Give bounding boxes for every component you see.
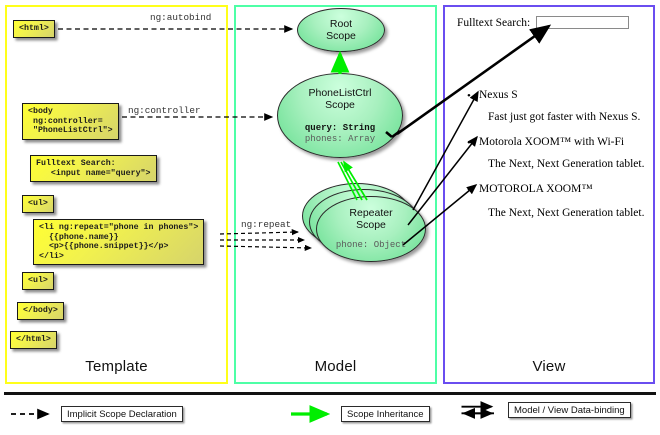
legend-item-model-view-data-binding: Model / View Data-binding — [455, 400, 631, 420]
phone-snippet-1: The Next, Next Generation tablet. — [488, 158, 645, 170]
scope-repeater-title-2: Scope — [356, 219, 386, 232]
code-box-html-close: </html> — [10, 331, 57, 349]
connector-label-autobind: ng:autobind — [150, 12, 212, 23]
legend-divider — [4, 392, 656, 395]
green-arrow-icon — [291, 405, 331, 423]
phone-name-1: Motorola XOOM™ with Wi-Fi — [479, 136, 625, 148]
scope-property-phone: phone: Object — [335, 240, 407, 251]
legend-item-implicit-scope-declaration: Implicit Scope Declaration — [8, 404, 183, 424]
bullet-icon: • — [467, 184, 471, 196]
scope-root: Root Scope — [297, 8, 385, 52]
bullet-icon: • — [467, 90, 471, 102]
code-box-body-open: <body ng:controller= "PhoneListCtrl"> — [22, 103, 119, 140]
scope-repeater: Repeater Scope phone: Object — [316, 196, 426, 262]
scope-property-phones: phones: Array — [304, 133, 376, 144]
code-box-html-open: <html> — [13, 20, 55, 38]
panel-title-model: Model — [314, 358, 357, 375]
fulltext-search-label: Fulltext Search: — [457, 16, 531, 29]
legend-label-implicit-scope-declaration: Implicit Scope Declaration — [61, 406, 183, 422]
scope-root-title-2: Scope — [326, 30, 356, 42]
code-box-li-repeat: <li ng:repeat="phone in phones"> {{phone… — [33, 219, 205, 266]
legend-label-model-view-data-binding: Model / View Data-binding — [508, 402, 631, 418]
fulltext-search-input[interactable] — [536, 16, 630, 29]
legend: Implicit Scope Declaration Scope Inherit… — [0, 400, 660, 432]
phone-list-item-0: • Nexus S — [467, 89, 518, 102]
phone-list-item-1: • Motorola XOOM™ with Wi-Fi — [467, 136, 625, 149]
scope-phonelistctrl-properties: query: String phones: Array — [305, 123, 375, 144]
phone-snippet-2: The Next, Next Generation tablet. — [488, 207, 645, 219]
code-box-fulltext-search: Fulltext Search: <input name="query"> — [30, 155, 157, 183]
scope-root-title-1: Root — [329, 18, 353, 30]
scope-repeater-title-1: Repeater — [349, 207, 393, 220]
connector-label-controller: ng:controller — [128, 105, 201, 116]
scope-repeater-properties: phone: Object — [336, 240, 406, 251]
connector-label-repeat: ng:repeat — [241, 219, 292, 230]
code-box-body-close: </body> — [17, 302, 64, 320]
view-content: Fulltext Search: • Nexus S Fast just got… — [449, 11, 649, 371]
bullet-icon: • — [467, 137, 471, 149]
legend-item-scope-inheritance: Scope Inheritance — [288, 404, 430, 424]
code-box-ul-open: <ul> — [22, 195, 54, 213]
view-search-row: Fulltext Search: — [457, 16, 630, 29]
dashed-arrow-icon — [11, 408, 50, 420]
scope-phonelistctrl-title-2: Scope — [325, 99, 355, 111]
panel-title-view: View — [532, 358, 566, 375]
phone-name-2: MOTOROLA XOOM™ — [479, 183, 593, 195]
phone-list-item-2: • MOTOROLA XOOM™ — [467, 183, 593, 196]
scope-phonelistctrl-title-1: PhoneListCtrl — [308, 87, 372, 99]
legend-label-scope-inheritance: Scope Inheritance — [341, 406, 430, 422]
panel-title-template: Template — [85, 358, 148, 375]
phone-name-0: Nexus S — [479, 89, 518, 101]
double-arrow-icon — [461, 401, 494, 419]
code-box-ul-close: <ul> — [22, 272, 54, 290]
scope-property-query: query: String — [304, 123, 376, 133]
scope-phonelistctrl: PhoneListCtrl Scope query: String phones… — [277, 73, 403, 158]
panel-template — [5, 5, 228, 384]
phone-snippet-0: Fast just got faster with Nexus S. — [488, 111, 641, 123]
